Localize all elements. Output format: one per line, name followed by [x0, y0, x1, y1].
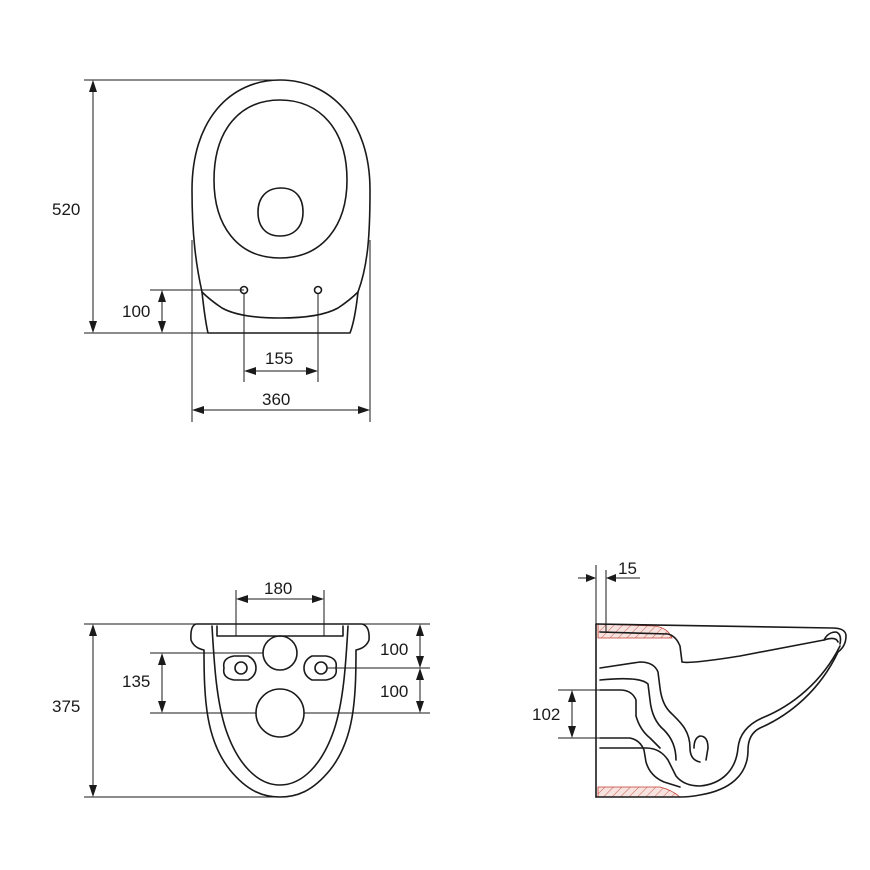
dim-upper-offset-100: 100 [380, 640, 408, 659]
rear-bolt-slot-right [303, 655, 338, 681]
dim-bolt-spacing-155: 155 [265, 349, 293, 368]
top-bolt-hole-right [313, 285, 323, 295]
dim-outlet-height-102: 102 [532, 705, 560, 724]
dim-lower-offset-100: 100 [380, 682, 408, 701]
rear-inlet-hole [262, 635, 298, 671]
dim-bolt-offset-100: 100 [122, 302, 150, 321]
dim-length-520: 520 [52, 200, 80, 219]
side-section-view: 15 102 [532, 559, 847, 798]
rear-body-inner [211, 625, 349, 786]
side-bottom-hatch [597, 786, 682, 798]
side-trap-channel [599, 689, 661, 749]
rear-bolt-slot-left [222, 655, 257, 681]
side-rim-lip [823, 631, 842, 645]
dim-height-375: 375 [52, 697, 80, 716]
rear-body-outline [190, 623, 370, 798]
rear-bolt-hole-right [314, 661, 328, 675]
side-outlet-lower [599, 737, 681, 788]
dim-hole-spacing-180: 180 [264, 579, 292, 598]
side-rim-outline [595, 623, 847, 798]
top-bowl-outline [191, 79, 371, 334]
side-trap-curve [693, 735, 709, 761]
rear-view: 180 375 135 100 100 [52, 579, 430, 798]
top-view: 520 100 155 360 [52, 79, 371, 422]
dim-wall-thickness-15: 15 [618, 559, 637, 578]
side-bowl-inner [599, 645, 841, 787]
top-drain-hole [257, 187, 304, 237]
side-inlet-channel-inner [599, 677, 677, 761]
side-rim-inner [599, 631, 839, 664]
dim-bolt-height-135: 135 [122, 672, 150, 691]
dim-width-360: 360 [262, 390, 290, 409]
top-inner-bowl [213, 99, 348, 259]
rear-bolt-hole-left [234, 661, 248, 675]
rear-outlet-hole [255, 688, 305, 738]
side-top-hatch [597, 623, 673, 639]
side-inlet-channel [599, 661, 701, 763]
top-rear-rim [201, 291, 359, 319]
